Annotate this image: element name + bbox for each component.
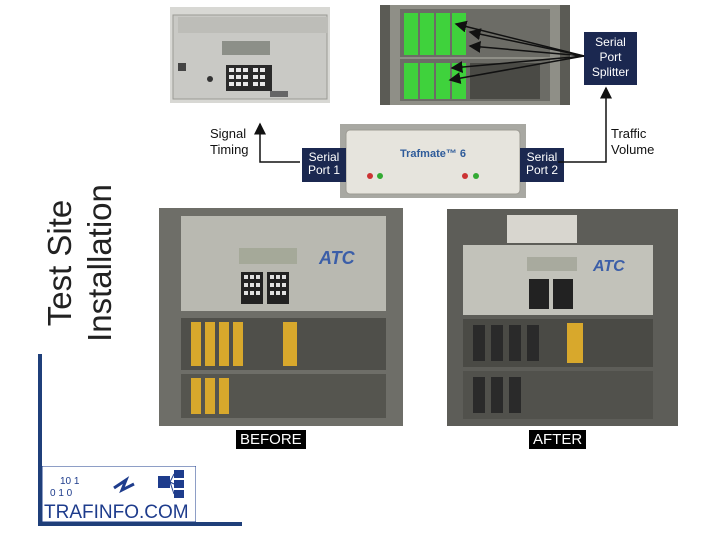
- logo-bits-top: 10 1: [60, 476, 80, 487]
- trafinfo-logo: 10 1 0 1 0 TRAFINFO.COM: [41, 465, 197, 523]
- before-atc-logo: ATC: [318, 248, 356, 268]
- before-photo: ATC: [159, 208, 403, 426]
- device-name: Trafmate™ 6: [400, 148, 466, 160]
- after-atc-logo: ATC: [592, 258, 625, 275]
- before-caption: BEFORE: [236, 430, 306, 449]
- controller-photo-top: [170, 7, 330, 103]
- logo-bits-bottom: 0 1 0: [50, 488, 73, 499]
- left-vertical-rule: [38, 354, 42, 526]
- signal-timing-label: Signal Timing: [210, 126, 249, 157]
- traffic-volume-label: Traffic Volume: [611, 126, 655, 157]
- trafmate-device-photo: Trafmate™ 6: [340, 124, 526, 198]
- serial-port-2-label: Serial Port 2: [520, 148, 564, 182]
- splitter-photo: [380, 5, 570, 105]
- after-photo: ATC: [447, 209, 678, 426]
- logo-text: TRAFINFO.COM: [44, 502, 189, 522]
- serial-port-splitter-label: Serial Port Splitter: [584, 32, 637, 85]
- after-caption: AFTER: [529, 430, 587, 449]
- serial-port-1-label: Serial Port 1: [302, 148, 346, 182]
- bottom-horizontal-rule: [38, 522, 242, 526]
